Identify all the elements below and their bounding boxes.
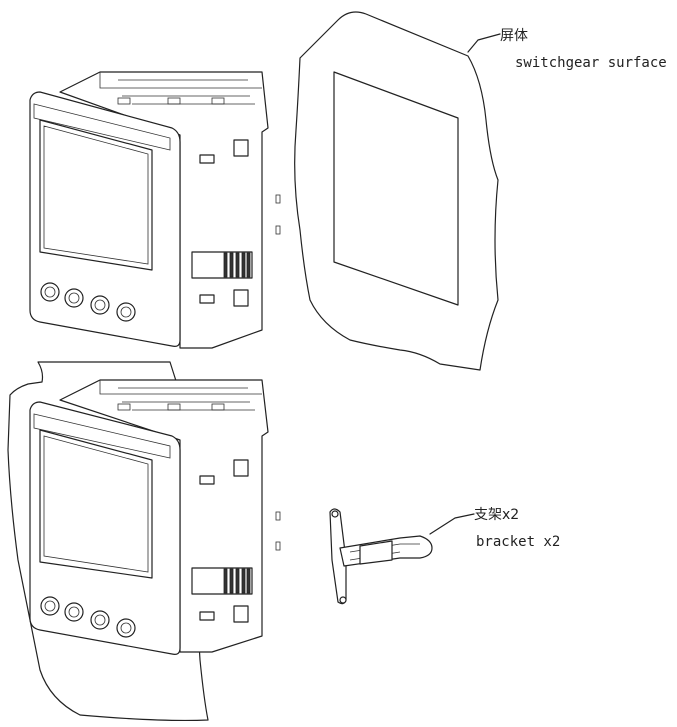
meter-bottom-terminal-stripes [223, 568, 251, 594]
button-icon [64, 288, 84, 308]
meter-bottom-clip-1 [233, 459, 249, 477]
meter-bottom-slot-2 [199, 611, 215, 621]
bracket-leader-line [429, 513, 475, 535]
switchgear-panel-top [294, 11, 499, 371]
meter-bottom-buttons [40, 596, 136, 638]
bracket-screw-housing [359, 540, 393, 565]
mounting-bracket [329, 508, 433, 605]
meter-top-clip-1 [233, 139, 249, 157]
meter-bottom-screen [39, 429, 153, 579]
panel-label-en: switchgear surface [515, 55, 667, 71]
meter-top-slot-2 [199, 294, 215, 304]
meter-bottom-slot-1 [199, 475, 215, 485]
button-icon [90, 610, 110, 630]
bracket-label-cn: 支架x2 [474, 507, 519, 523]
button-icon [40, 596, 60, 616]
meter-top-buttons [40, 282, 136, 322]
button-icon [40, 282, 60, 302]
button-icon [116, 618, 136, 638]
button-icon [90, 295, 110, 315]
panel-label-cn: 屏体 [500, 28, 528, 44]
meter-top-screen [39, 119, 153, 271]
panel-top-cutout [333, 71, 459, 306]
meter-top-terminal-stripes [223, 252, 251, 278]
meter-bottom-clip-2 [233, 605, 249, 623]
meter-bottom [29, 379, 281, 655]
panel-leader-line [467, 33, 501, 53]
meter-top-clip-2 [233, 289, 249, 307]
bracket-label-en: bracket x2 [476, 534, 560, 550]
button-icon [116, 302, 136, 322]
button-icon [64, 602, 84, 622]
meter-top [29, 71, 281, 349]
meter-top-slot-1 [199, 154, 215, 164]
